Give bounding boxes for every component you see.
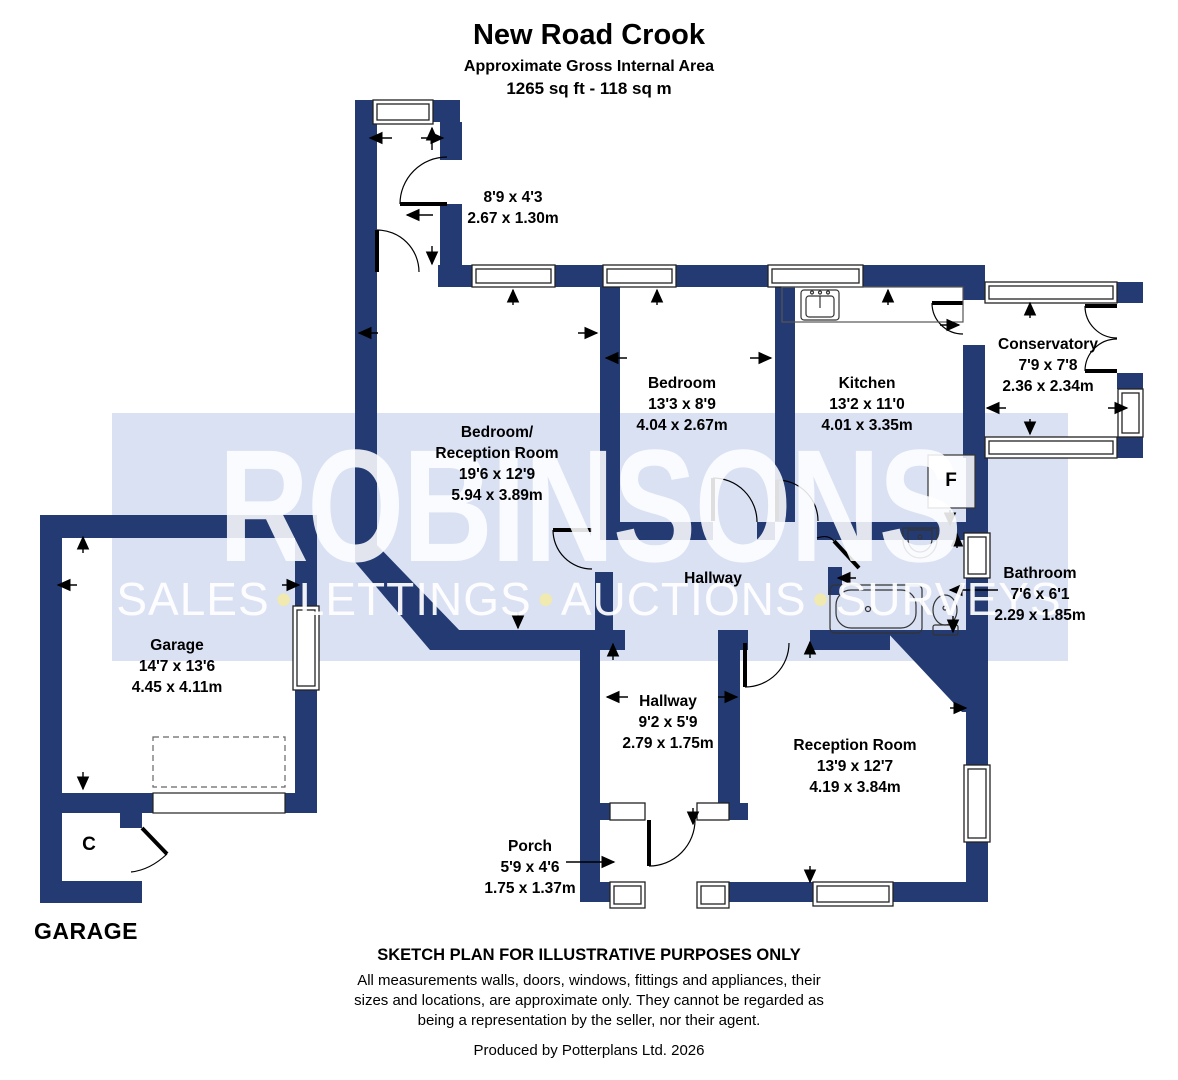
bathroom-basin — [902, 527, 938, 559]
porch-front-window-left — [609, 881, 646, 909]
bedroom-window — [602, 264, 677, 288]
bathroom-window — [963, 532, 991, 579]
front-door — [647, 819, 696, 867]
room-label-hallway-lower: Hallway 9'2 x 5'9 2.79 x 1.75m — [622, 693, 714, 752]
bedroom-door — [711, 477, 758, 523]
garage-door — [152, 736, 286, 814]
room-label-reception: Reception Room 13'9 x 12'7 4.19 x 3.84m — [793, 737, 917, 796]
footer-heading: SKETCH PLAN FOR ILLUSTRATIVE PURPOSES ON… — [377, 946, 801, 964]
watermark-service-surveys: SURVEYS — [835, 573, 1062, 625]
fridge-freezer-box — [927, 454, 976, 509]
page-subtitle: Approximate Gross Internal Area — [463, 58, 715, 75]
reception-door — [743, 642, 790, 688]
reception-front-window — [812, 881, 894, 907]
store-door-lower — [375, 229, 420, 273]
kitchen-door — [775, 479, 819, 522]
store-door-upper — [399, 156, 448, 206]
room-label-bedroom: Bedroom 13'3 x 8'9 4.04 x 2.67m — [636, 375, 728, 434]
room-label-kitchen: Kitchen 13'2 x 11'0 4.01 x 3.35m — [821, 375, 913, 434]
fridge-freezer-label: F — [945, 470, 957, 491]
conservatory-bottom-window — [984, 436, 1118, 459]
room-label-garage: Garage 14'7 x 13'6 4.45 x 4.11m — [131, 637, 223, 696]
porch-front-window-right — [696, 881, 730, 909]
fixtures — [152, 286, 976, 814]
conservatory-french-doors — [1084, 304, 1118, 373]
walls — [40, 100, 1143, 903]
cupboard-door — [130, 826, 169, 873]
watermark-service-auctions: AUCTIONS — [560, 573, 807, 625]
room-label-bathroom: Bathroom 7'6 x 6'1 2.29 x 1.85m — [994, 565, 1086, 624]
garage-window — [292, 605, 320, 691]
room-label-bedroom-reception: Bedroom/ Reception Room 19'6 x 12'9 5.94… — [435, 424, 559, 504]
dimension-arrows — [56, 126, 1129, 884]
watermark-bullet: • — [812, 573, 830, 625]
watermark-bullet: • — [537, 573, 555, 625]
watermark-brand-text: ROBINSONS — [218, 416, 961, 595]
bathroom-door — [816, 535, 861, 570]
room-label-conservatory: Conservatory 7'9 x 7'8 2.36 x 2.34m — [998, 336, 1098, 395]
room-label-hallway-upper: Hallway — [684, 570, 742, 587]
room-label-store: 8'9 x 4'3 2.67 x 1.30m — [467, 189, 559, 227]
porch-inner-window-right — [696, 802, 730, 821]
doors — [130, 156, 1118, 873]
watermark-services: SALES•LETTINGS•AUCTIONS•SURVEYS — [0, 576, 1178, 622]
watermark-brand: ROBINSONS — [0, 426, 1178, 586]
watermark-bullet: • — [275, 573, 293, 625]
reception-side-window — [963, 764, 991, 843]
garage-heading: GARAGE — [34, 918, 138, 944]
watermark-service-lettings: LETTINGS — [298, 573, 532, 625]
bedroom-reception-door — [552, 528, 593, 570]
store-window — [372, 99, 434, 125]
kitchen-counter — [781, 286, 964, 323]
kitchen-window — [767, 264, 864, 288]
kitchen-sink — [800, 289, 840, 321]
conservatory-top-window — [984, 281, 1118, 304]
windows — [292, 99, 1144, 909]
title-block: New Road Crook Approximate Gross Interna… — [0, 18, 1178, 100]
page-title: New Road Crook — [472, 19, 706, 51]
cupboard-label: C — [82, 834, 96, 855]
bedroom-reception-window — [471, 264, 556, 288]
conservatory-access-door — [931, 301, 964, 335]
porch-inner-window-left — [609, 802, 646, 821]
room-label-porch: Porch 5'9 x 4'6 1.75 x 1.37m — [484, 838, 576, 897]
watermark-service-sales: SALES — [116, 573, 270, 625]
footer-disclaimer: All measurements walls, doors, windows, … — [354, 972, 824, 1029]
bath-tub — [829, 584, 923, 634]
footer-produced: Produced by Potterplans Ltd. 2026 — [473, 1042, 705, 1059]
page-area: 1265 sq ft - 118 sq m — [506, 79, 672, 98]
